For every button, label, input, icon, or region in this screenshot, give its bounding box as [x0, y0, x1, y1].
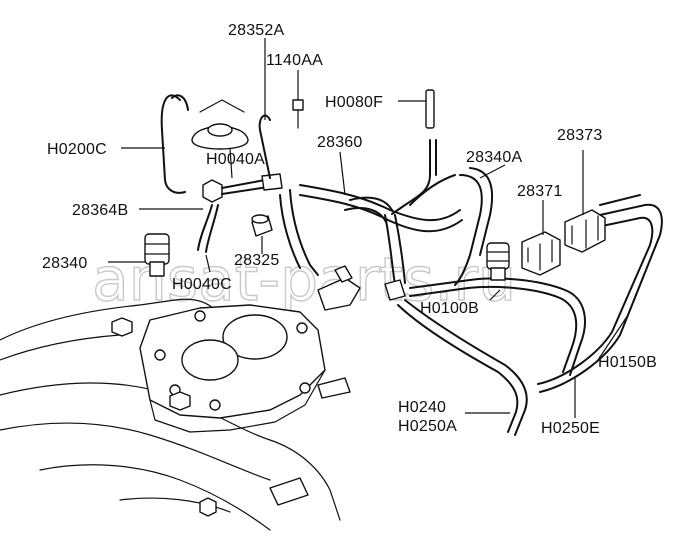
valve-dome: [191, 125, 249, 150]
callout-labels: 28352A 1140AA H0080F H0200C H0040A 28360…: [42, 22, 657, 437]
label-h0100b: H0100B: [420, 300, 479, 317]
intake-manifold: [0, 298, 351, 531]
solenoid-28371: [521, 231, 561, 276]
label-h0080f: H0080F: [325, 94, 383, 111]
sensor-28340a: [486, 242, 510, 281]
pipe-h0080f: [425, 89, 435, 129]
label-h0240: H0240: [398, 399, 446, 416]
leader-lines: [108, 38, 629, 418]
label-h0150b: H0150B: [598, 354, 657, 371]
vacuum-pipe-28360: [299, 184, 463, 233]
label-28373: 28373: [557, 127, 603, 144]
bolt-1140aa: [292, 99, 304, 111]
hose-h0200c: [160, 94, 186, 194]
hose-h0040c: [197, 204, 213, 251]
solenoid-28373: [564, 209, 606, 253]
label-28360: 28360: [317, 134, 363, 151]
label-h0200c: H0200C: [47, 141, 107, 158]
label-28371: 28371: [517, 183, 563, 200]
label-1140aa: 1140AA: [266, 52, 323, 69]
label-28325: 28325: [234, 252, 280, 269]
connector-28364b: [202, 179, 223, 203]
label-h0040a: H0040A: [206, 151, 265, 168]
label-28340a: 28340A: [466, 149, 522, 166]
label-28364b: 28364B: [72, 202, 128, 219]
label-h0250e: H0250E: [541, 420, 600, 437]
label-h0040c: H0040C: [172, 276, 232, 293]
label-28352a: 28352A: [228, 22, 284, 39]
label-28340: 28340: [42, 255, 88, 272]
sensor-28340: [144, 233, 170, 277]
parts: [144, 94, 606, 311]
hose-h0040a: [258, 114, 271, 179]
hose-lines: [279, 89, 663, 436]
label-h0250a: H0250A: [398, 418, 457, 435]
